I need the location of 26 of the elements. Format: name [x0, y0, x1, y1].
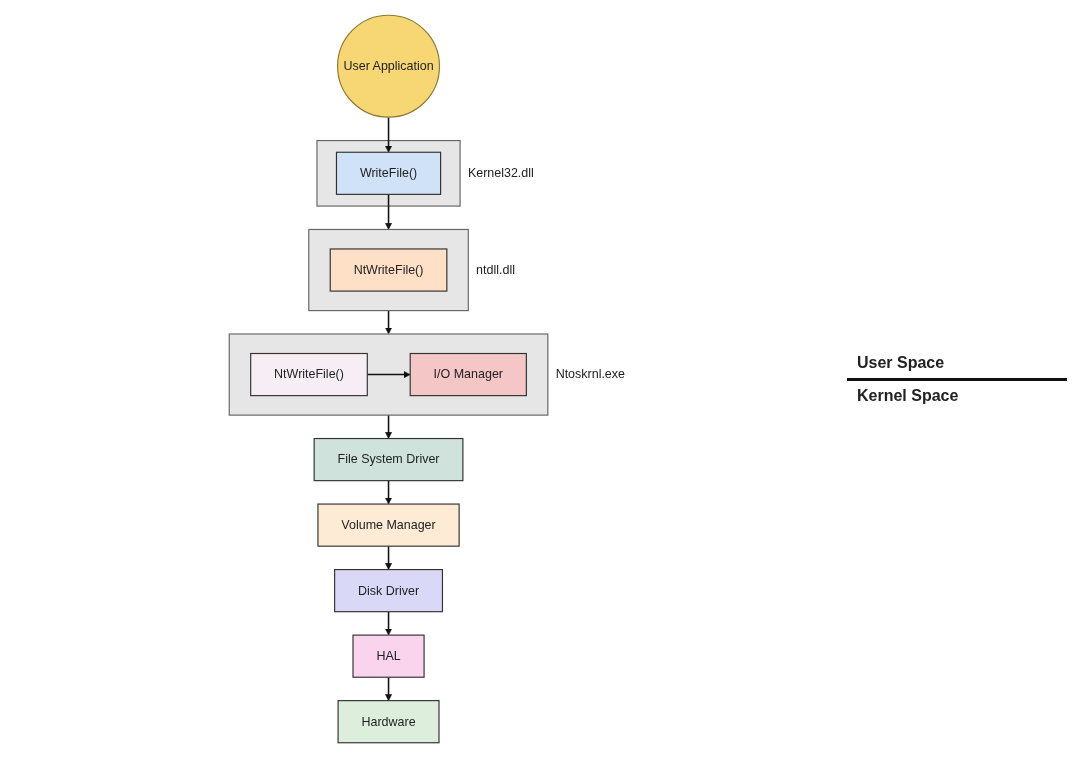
- node-label: Ntoskrnl.exe: [555, 367, 625, 381]
- node-label: Kernel32.dll: [467, 166, 534, 180]
- arrow: [384, 610, 392, 636]
- node-label: ntdll.dll: [475, 263, 515, 277]
- arrow: [384, 545, 392, 570]
- arrow: [384, 309, 392, 335]
- arrow: [384, 676, 392, 701]
- arrow: [384, 116, 392, 153]
- node-box: I/O Manager: [409, 352, 527, 397]
- node-box: NtWriteFile(): [249, 352, 368, 397]
- node-circle: User Application: [336, 14, 440, 118]
- cluster: [307, 228, 469, 312]
- cluster: [316, 139, 461, 207]
- cluster: [228, 333, 548, 416]
- space-label: Kernel Space: [856, 385, 960, 406]
- node-box: Volume Manager: [316, 503, 460, 547]
- node-box: File System Driver: [313, 437, 464, 482]
- arrow: [384, 193, 392, 230]
- node-box: WriteFile(): [335, 151, 441, 195]
- node-box: Disk Driver: [333, 569, 443, 613]
- node-box: NtWriteFile(): [329, 248, 447, 292]
- arrow: [384, 414, 392, 439]
- node-box: Hardware: [337, 700, 440, 744]
- arrow: [384, 479, 392, 505]
- node-box: HAL: [352, 634, 425, 678]
- space-label: User Space: [856, 352, 946, 373]
